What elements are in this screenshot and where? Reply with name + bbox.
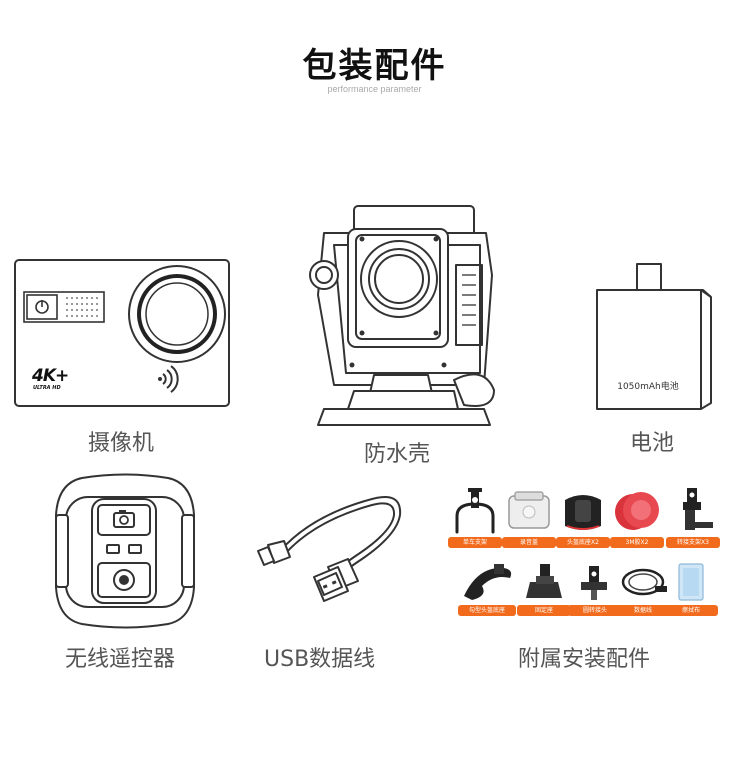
remote-control-icon (55, 473, 195, 629)
accessory-tag: 转接支架X3 (666, 537, 720, 548)
accessory-tag: 头盔底座X2 (556, 537, 610, 548)
adhesive-3m-icon (615, 492, 659, 530)
accessory-tag: 数据线 (616, 605, 670, 616)
accessory-item: 擦拭布 (662, 562, 720, 616)
hook-helmet-base-icon (464, 564, 512, 600)
accessory-tag: 固定座 (517, 605, 571, 616)
audio-cover-icon (508, 491, 550, 529)
data-cable-icon (621, 568, 667, 596)
accessory-item: 3M胶X2 (608, 486, 666, 548)
accessory-item: 录音盖 (500, 486, 558, 548)
accessory-tag: 圆转接头 (568, 605, 622, 616)
accessory-tag: 单车支架 (448, 537, 502, 548)
usb-label: USB数据线 (264, 647, 376, 672)
usb-cable-icon (257, 496, 402, 602)
accessory-tag: 录音盖 (502, 537, 556, 548)
cleaning-cloth-icon (678, 563, 704, 601)
battery-icon (596, 263, 712, 410)
accessory-item: 勾型头盔底座 (458, 562, 516, 616)
fixed-base-icon (526, 564, 562, 598)
battery-print: 1050mAh电池 (617, 382, 679, 392)
accessory-tag: 擦拭布 (664, 605, 718, 616)
accessory-item: 单车支架 (446, 486, 504, 548)
remote-label: 无线遥控器 (65, 647, 176, 672)
housing-label: 防水壳 (364, 442, 431, 467)
accessory-item: 头盔底座X2 (554, 486, 612, 548)
camera-label: 摄像机 (88, 431, 155, 456)
page-title: 包装配件 (302, 46, 447, 86)
accessory-item: 圆转接头 (566, 562, 624, 616)
waterproof-housing-icon (309, 205, 495, 426)
camera-badge-4k: 4K+ (32, 366, 69, 386)
bike-mount-icon (455, 488, 495, 534)
accessory-item: 数据线 (614, 562, 672, 616)
camera-icon (14, 259, 230, 407)
adapter-bracket-icon (683, 488, 713, 530)
battery-label: 电池 (630, 431, 675, 456)
round-adapter-icon (581, 566, 607, 600)
accessory-item: 固定座 (515, 562, 573, 616)
accessory-tag: 勾型头盔底座 (458, 605, 516, 616)
accessory-tag: 3M胶X2 (610, 537, 664, 548)
accessory-item: 转接支架X3 (664, 486, 722, 548)
helmet-base-icon (565, 495, 601, 530)
accessories-label: 附属安装配件 (518, 647, 651, 672)
page-subtitle: performance parameter (327, 84, 422, 94)
camera-badge-uhd: ULTRA HD (33, 385, 61, 391)
